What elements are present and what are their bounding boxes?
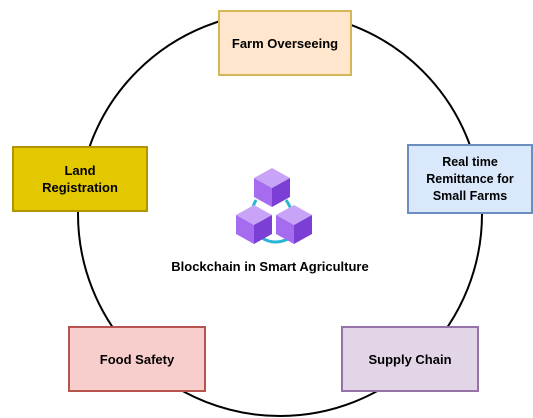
cube-top-right-face bbox=[272, 178, 290, 207]
cube-top-left-face bbox=[254, 178, 272, 207]
cube-br-right-face bbox=[294, 215, 312, 244]
blockchain-cubes-icon bbox=[236, 168, 312, 244]
node-land-registration: Land Registration bbox=[12, 146, 148, 212]
cube-br-left-face bbox=[276, 215, 294, 244]
node-real-time-remittance: Real time Remittance for Small Farms bbox=[407, 144, 533, 214]
cube-bottom-left bbox=[236, 205, 272, 244]
cube-bottom-right bbox=[276, 205, 312, 244]
node-food-safety: Food Safety bbox=[68, 326, 206, 392]
cube-bl-right-face bbox=[254, 215, 272, 244]
center-title: Blockchain in Smart Agriculture bbox=[171, 259, 369, 274]
cube-bl-left-face bbox=[236, 215, 254, 244]
node-farm-overseeing: Farm Overseeing bbox=[218, 10, 352, 76]
node-supply-chain: Supply Chain bbox=[341, 326, 479, 392]
cube-top bbox=[254, 168, 290, 207]
